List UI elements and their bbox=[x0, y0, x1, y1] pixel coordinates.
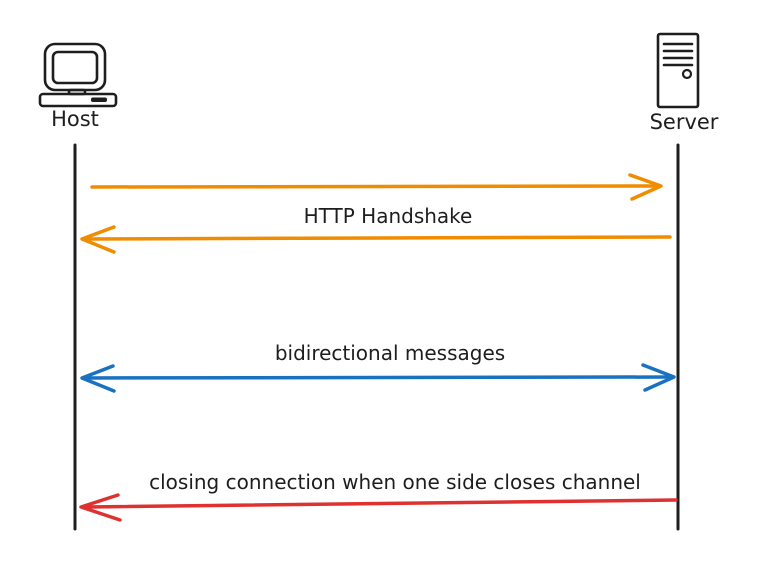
server-actor: Server bbox=[650, 32, 719, 531]
host-label: Host bbox=[51, 107, 99, 131]
host-actor: Host bbox=[38, 42, 118, 531]
arrowhead-left-icon bbox=[80, 225, 116, 254]
arrow-line bbox=[90, 184, 660, 189]
message-label-closing: closing connection when one side closes … bbox=[149, 470, 641, 494]
message-label-bidirectional: bidirectional messages bbox=[275, 341, 505, 365]
arrow-line bbox=[85, 498, 678, 509]
arrow-server-to-host-closing bbox=[79, 493, 678, 522]
arrowhead-left-icon bbox=[79, 493, 122, 522]
desktop-computer-icon bbox=[38, 42, 118, 108]
message-http-handshake: HTTP Handshake bbox=[80, 173, 672, 254]
arrowhead-right-icon bbox=[641, 363, 676, 392]
arrow-server-to-host bbox=[80, 225, 672, 254]
arrow-line bbox=[82, 375, 674, 380]
arrow-bidirectional bbox=[80, 363, 676, 393]
arrow-line bbox=[84, 235, 672, 241]
server-label: Server bbox=[650, 110, 719, 134]
message-bidirectional: bidirectional messages bbox=[80, 341, 676, 393]
message-closing: closing connection when one side closes … bbox=[79, 470, 678, 522]
arrowhead-right-icon bbox=[628, 173, 663, 201]
message-label-http-handshake: HTTP Handshake bbox=[304, 204, 473, 228]
arrowhead-left-icon bbox=[80, 364, 116, 393]
server-tower-icon bbox=[656, 32, 700, 109]
arrow-host-to-server bbox=[90, 173, 663, 201]
